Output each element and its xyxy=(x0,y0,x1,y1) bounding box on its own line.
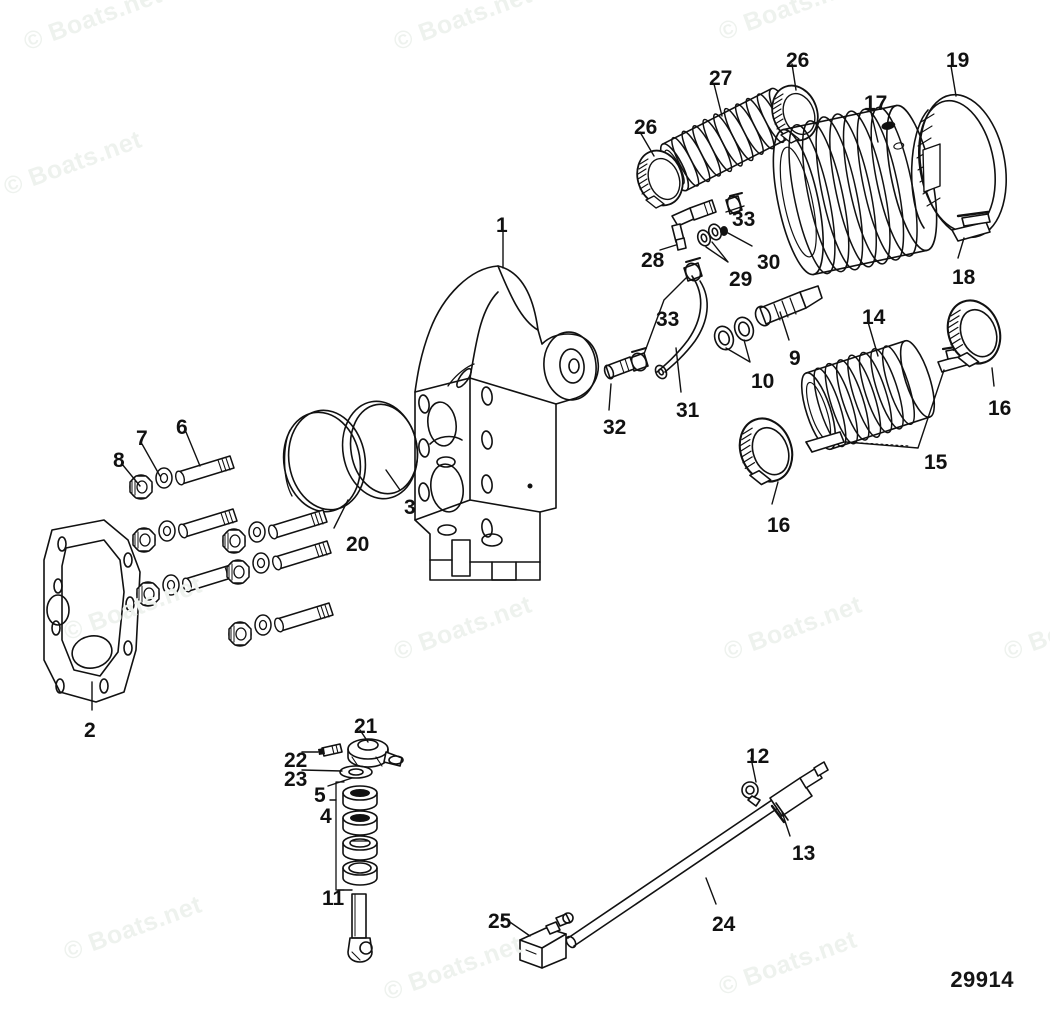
callout-large-hose-clamp: 19 xyxy=(946,49,970,72)
part-9-valve xyxy=(754,285,823,327)
part-10-seals xyxy=(713,316,755,351)
callout-ball-check: 30 xyxy=(757,251,781,274)
callout-u-joint-bellows: 17 xyxy=(864,92,888,115)
part-14-shift-bellows xyxy=(800,339,936,451)
callout-hose-clamp-upper: 33 xyxy=(732,208,756,231)
part-28-elbow-fitting xyxy=(671,199,717,251)
callout-gasket: 2 xyxy=(84,719,96,742)
part-18-tab xyxy=(951,210,991,242)
leader-lines xyxy=(91,63,995,937)
callout-gimbal-housing: 1 xyxy=(496,214,508,237)
callout-shift-lever: 21 xyxy=(354,715,378,738)
callout-flat-washer: 7 xyxy=(136,427,148,450)
callout-hose-clamp-small: 12 xyxy=(746,745,770,768)
callout-locknut: 8 xyxy=(113,449,125,472)
part-29-o-rings xyxy=(696,223,723,247)
part-12-clamp xyxy=(741,781,761,807)
callout-hydraulic-hose: 31 xyxy=(676,399,700,422)
part-fastener-set-col2 xyxy=(222,509,334,647)
part-25-connector xyxy=(519,912,574,969)
callout-seal-kit: 4 xyxy=(320,805,332,828)
callout-relief-valve: 9 xyxy=(789,347,801,370)
callout-bellows-tab: 18 xyxy=(952,266,976,289)
callout-bellows-clamp-right: 16 xyxy=(988,397,1012,420)
callout-seal-washer: 10 xyxy=(751,370,775,393)
part-4-5-seal-stack xyxy=(335,781,378,891)
callout-exhaust-clamp-left: 26 xyxy=(634,116,658,139)
callout-exhaust-bellows: 27 xyxy=(709,67,733,90)
part-3-o-ring xyxy=(341,400,419,500)
callout-hose-connector: 25 xyxy=(488,910,512,933)
callout-o-ring-pair: 29 xyxy=(729,268,753,291)
part-16-clamp-left xyxy=(730,410,802,490)
callout-shift-bellows: 14 xyxy=(862,306,886,329)
part-1-housing xyxy=(414,265,600,581)
callout-o-ring-inner: 3 xyxy=(404,496,416,519)
part-26-clamp-left xyxy=(628,143,692,213)
callout-bellows-strap: 15 xyxy=(924,451,948,474)
part-21-shift-lever xyxy=(347,738,404,768)
callout-stud-bolt: 6 xyxy=(176,416,188,439)
diagram-number: 29914 xyxy=(950,967,1014,992)
callout-seal-bracket: 5 xyxy=(314,784,326,807)
callout-nipple-fitting: 32 xyxy=(603,416,627,439)
callout-set-screw: 22 xyxy=(284,749,308,772)
part-2-gasket xyxy=(43,519,141,703)
part-30-ball xyxy=(720,226,728,236)
callout-hose-clamp-lower: 33 xyxy=(656,308,680,331)
callout-elbow-fitting: 28 xyxy=(641,249,665,272)
callout-tube-fitting: 13 xyxy=(792,842,816,865)
callout-o-ring-outer: 20 xyxy=(346,533,370,556)
callout-thrust-washer: 23 xyxy=(284,768,308,791)
part-33-clamp-upper xyxy=(725,192,743,215)
callout-shift-shaft: 11 xyxy=(322,887,345,910)
part-22-screw xyxy=(318,743,343,757)
part-31-hose xyxy=(654,275,708,380)
part-23-washer xyxy=(339,765,373,779)
part-33-clamp-lower xyxy=(683,257,703,282)
callout-bellows-clamp-left: 16 xyxy=(767,514,791,537)
callout-exhaust-clamp-right: 26 xyxy=(786,49,810,72)
callout-trim-tube: 24 xyxy=(712,913,736,936)
part-32-nipple xyxy=(603,356,635,380)
part-fastener-set-col1 xyxy=(129,455,242,607)
part-20-o-ring xyxy=(282,409,367,513)
part-24-trim-tube xyxy=(565,761,829,949)
part-11-shift-shaft xyxy=(347,893,373,963)
